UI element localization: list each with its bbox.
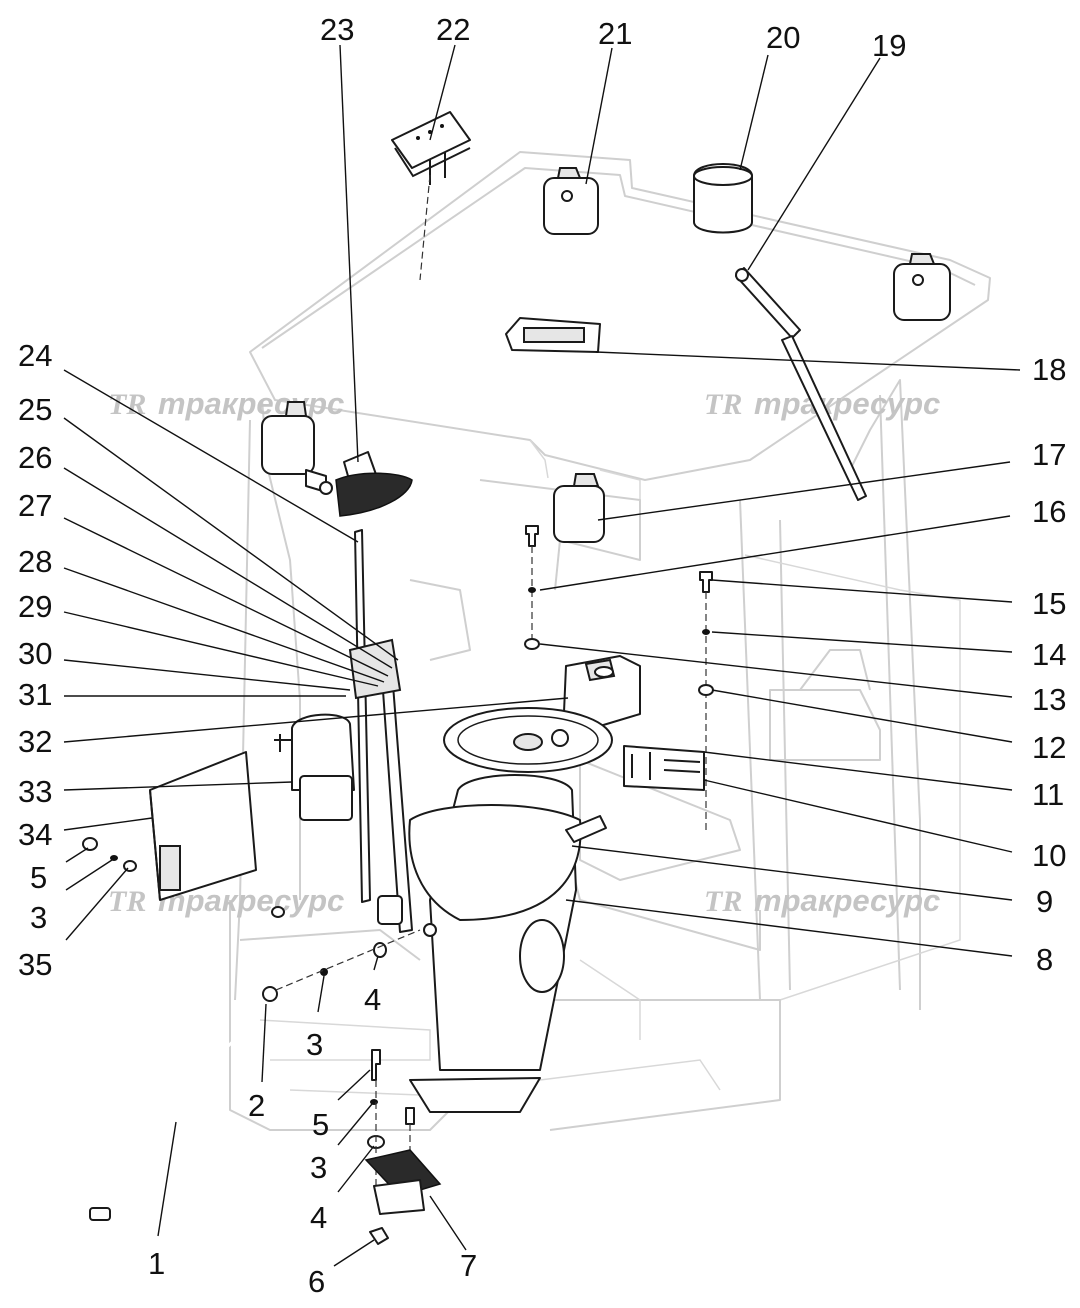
callout-6: 6 (308, 1264, 325, 1299)
callout-12: 12 (1032, 730, 1066, 765)
part-21-work-light (543, 167, 599, 235)
callout-28: 28 (18, 544, 52, 579)
callout-29: 29 (18, 589, 52, 624)
callout-30: 30 (18, 636, 52, 671)
callout-5-bottom: 5 (312, 1107, 329, 1142)
callout-20: 20 (766, 20, 800, 55)
callout-19: 19 (872, 28, 906, 63)
svg-text:TR: TR (704, 388, 742, 421)
callout-3-center: 3 (306, 1027, 323, 1062)
callout-31: 31 (18, 677, 52, 712)
leader-lines (63, 44, 1021, 1267)
part-34-side-box (149, 751, 257, 901)
callout-26: 26 (18, 440, 52, 475)
callout-3-bottom: 3 (310, 1150, 327, 1185)
callout-35: 35 (18, 947, 52, 982)
callout-4-bottom: 4 (310, 1200, 327, 1235)
svg-text:тракресурс: тракресурс (158, 386, 344, 421)
callout-8: 8 (1036, 942, 1053, 977)
callout-11: 11 (1032, 777, 1064, 812)
callout-16: 16 (1032, 494, 1066, 529)
hardware-left-small (82, 837, 285, 918)
cab-outline (229, 151, 991, 1131)
callout-5-left: 5 (30, 860, 47, 895)
callout-24: 24 (18, 338, 52, 373)
callout-27: 27 (18, 488, 52, 523)
callout-23: 23 (320, 12, 354, 47)
callout-32: 32 (18, 724, 52, 759)
part-19-wiper (735, 267, 867, 501)
callout-9: 9 (1036, 884, 1053, 919)
part-21-work-light-rear (893, 253, 951, 321)
part-17-work-light (553, 473, 605, 543)
front-left-work-light (261, 401, 327, 493)
svg-text:TR: TR (108, 388, 146, 421)
svg-text:тракресурс: тракресурс (754, 883, 940, 918)
part-22-label-plate (391, 111, 471, 185)
callout-3-left: 3 (30, 900, 47, 935)
callout-13: 13 (1032, 682, 1066, 717)
part-23-wiper-motor (319, 451, 413, 517)
callout-15: 15 (1032, 586, 1066, 621)
svg-text:TR: TR (704, 885, 742, 918)
callout-21: 21 (598, 16, 632, 51)
part-18-interior-lamp (505, 317, 601, 353)
callout-22: 22 (436, 12, 470, 47)
hardware-center-small (275, 929, 421, 991)
callout-2: 2 (248, 1088, 265, 1123)
callout-labels: 23 22 21 20 19 18 17 16 15 14 13 12 11 1… (18, 12, 1066, 1299)
svg-text:TR: TR (108, 885, 146, 918)
part-20-beacon (693, 163, 753, 234)
callout-33: 33 (18, 774, 52, 809)
watermark-bottom-left: TR тракресурс (108, 883, 344, 918)
part-33-reservoir (274, 713, 355, 821)
callout-10: 10 (1032, 838, 1066, 873)
callout-34: 34 (18, 817, 52, 852)
part-9-steering-column (408, 774, 607, 1113)
svg-text:тракресурс: тракресурс (754, 386, 940, 421)
watermark-top-right: TR тракресурс (704, 386, 940, 421)
part-32-steering-wheel (443, 707, 613, 773)
callout-4-center: 4 (364, 982, 381, 1017)
callout-1: 1 (148, 1246, 165, 1281)
hardware-fasteners (524, 525, 714, 830)
part-7-pedal (364, 1049, 442, 1245)
callout-17: 17 (1032, 437, 1066, 472)
watermark-top-left: TR тракресурс (108, 386, 344, 421)
callout-25: 25 (18, 392, 52, 427)
part-11-control-board (623, 745, 705, 791)
part-2-hose (89, 986, 278, 1221)
watermark-bottom-right: TR тракресурс (704, 883, 940, 918)
callout-18: 18 (1032, 352, 1066, 387)
callout-14: 14 (1032, 637, 1066, 672)
callout-7: 7 (460, 1248, 477, 1283)
